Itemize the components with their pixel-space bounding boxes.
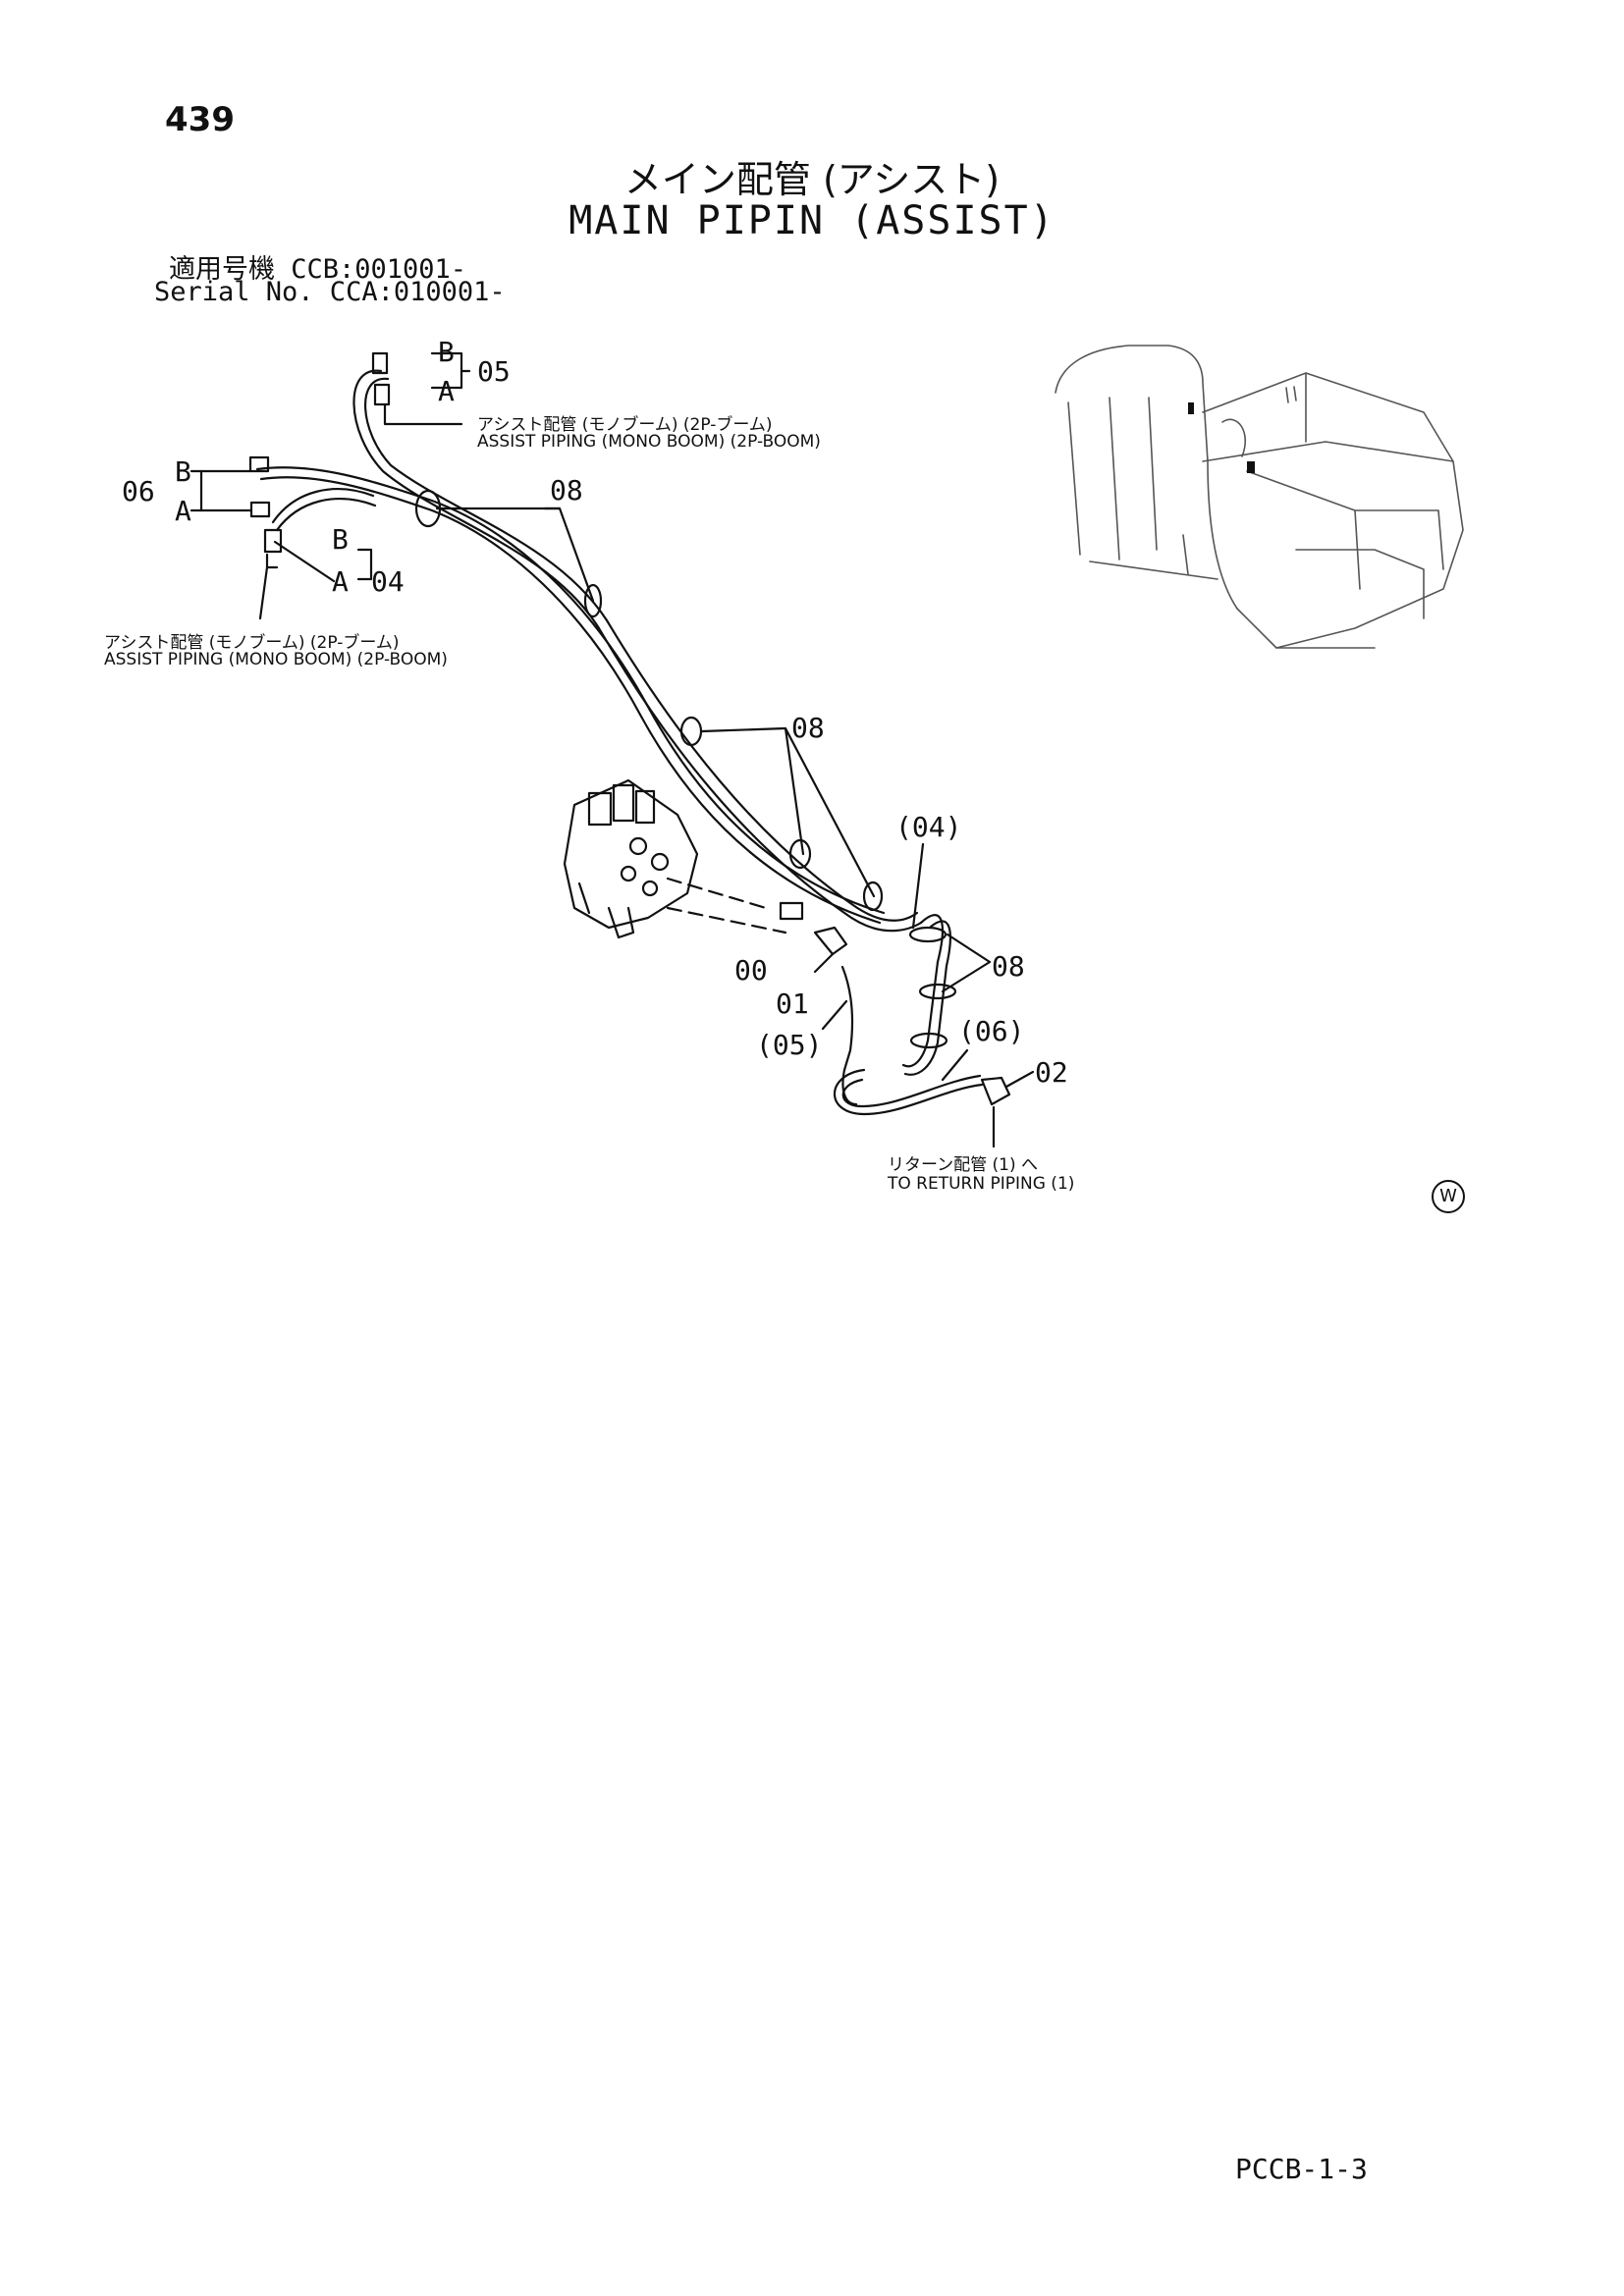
dashed-connection-2	[666, 906, 787, 934]
fitting-06-a	[249, 501, 271, 518]
clamp-8	[909, 1032, 948, 1049]
callout-06-ref: (06)	[958, 1015, 1025, 1047]
serial-number-english: Serial No. CCA:010001-	[154, 277, 506, 307]
hose-04	[271, 488, 375, 524]
hose-05-inner	[364, 377, 919, 922]
hose-06	[255, 466, 886, 915]
note-top-jp: アシスト配管 (モノブーム) (2P-ブーム)	[477, 415, 773, 435]
title-english: MAIN PIPIN (ASSIST)	[568, 198, 1056, 243]
callout-00: 00	[734, 954, 768, 987]
leader-left-note	[258, 553, 279, 620]
watermark-circle-w: W	[1432, 1180, 1465, 1213]
note-top-en: ASSIST PIPING (MONO BOOM) (2P-BOOM)	[477, 432, 821, 452]
port-label-b: B	[438, 336, 455, 368]
dashed-connection-1	[666, 877, 768, 910]
hose-06-inner	[259, 476, 882, 925]
page-number: 439	[165, 100, 235, 139]
leader-01	[813, 952, 835, 974]
machine-overview-sketch	[1055, 345, 1464, 649]
callout-02: 02	[1035, 1056, 1068, 1089]
callout-04: 04	[371, 565, 405, 598]
clamp-7	[918, 983, 957, 1000]
footer-code: PCCB-1-3	[1235, 2153, 1368, 2185]
callout-08: 08	[550, 474, 583, 507]
clamp-5	[862, 881, 884, 912]
callout-05-ref: (05)	[756, 1029, 823, 1061]
callout-05: 05	[477, 355, 511, 388]
callout-04-ref: (04)	[895, 811, 962, 843]
fitting-04	[263, 528, 283, 554]
callout-08: 08	[992, 950, 1025, 983]
leader-08a	[543, 507, 595, 603]
hose-04-lower	[901, 914, 944, 1068]
fitting-06-b	[248, 455, 270, 473]
note-return-en: TO RETURN PIPING (1)	[888, 1174, 1075, 1194]
title-japanese: メイン配管 (アシスト)	[623, 158, 1001, 201]
fitting-02	[980, 1076, 1011, 1106]
clamp-6	[908, 926, 947, 943]
leader-02	[1004, 1070, 1035, 1089]
serial-applicable-japanese: 適用号機 CCB:001001-	[169, 254, 467, 285]
leader-08b	[700, 726, 876, 898]
callout-06: 06	[122, 475, 155, 507]
clamp-3	[679, 716, 703, 747]
leader-top-note	[383, 402, 463, 426]
fitting-05-b	[371, 351, 389, 375]
leader-06	[189, 469, 203, 512]
note-left-en: ASSIST PIPING (MONO BOOM) (2P-BOOM)	[104, 650, 448, 669]
control-valve	[563, 778, 699, 939]
hose-05-lower	[840, 965, 858, 1106]
leader-06p	[941, 1048, 969, 1082]
port-label-b: B	[175, 455, 191, 488]
fitting-05-a	[373, 383, 391, 406]
leader-04-bracket	[356, 548, 373, 581]
callout-01: 01	[776, 988, 809, 1020]
port-label-a: A	[438, 375, 455, 407]
hose-04-inner	[275, 498, 377, 532]
hose-06-lower-inner	[841, 1074, 982, 1108]
clamp-2	[583, 583, 603, 618]
port-label-a: A	[175, 495, 191, 527]
leader-05p	[821, 999, 848, 1031]
leader-08c	[941, 933, 992, 993]
note-left-jp: アシスト配管 (モノブーム) (2P-ブーム)	[104, 633, 400, 653]
leader-04	[273, 540, 336, 583]
leader-04p	[911, 842, 925, 930]
hose-05	[352, 369, 923, 933]
fitting-00	[779, 901, 804, 921]
callout-08: 08	[791, 712, 825, 744]
hose-04-lower-inner	[903, 920, 951, 1076]
port-label-a: A	[332, 565, 349, 598]
hose-06-lower	[834, 1068, 984, 1116]
fitting-01	[813, 926, 848, 956]
port-label-b: B	[332, 523, 349, 556]
note-return-jp: リターン配管 (1) へ	[888, 1155, 1039, 1175]
